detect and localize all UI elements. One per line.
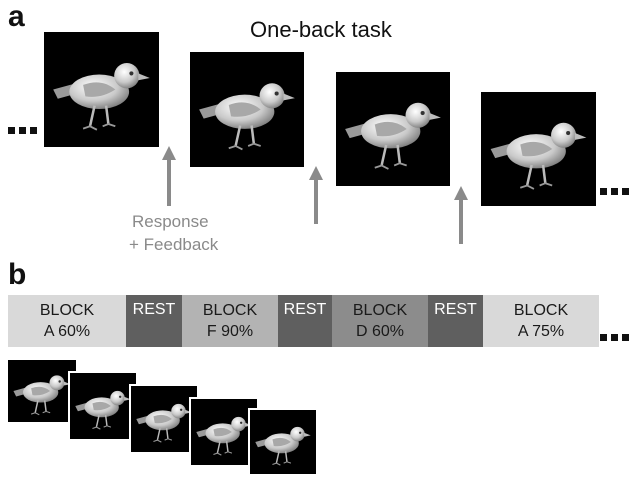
stimulus-frame-4 [481, 92, 596, 206]
response-label-line2: + Feedback [129, 235, 219, 254]
block-stimulus-thumbnail-4 [189, 397, 259, 467]
segment-line2: A 60% [43, 323, 91, 340]
block-stimulus-thumbnail-2 [68, 371, 138, 441]
response-feedback-label: Response + Feedback [129, 210, 218, 256]
diagram-title: One-back task [250, 17, 392, 42]
segment-line1: BLOCK [39, 302, 95, 319]
timeline-segment-rest-3: REST [428, 295, 483, 347]
timeline-segment-block-d-60: BLOCK D 60% [332, 295, 428, 347]
bird-icon [343, 101, 443, 171]
bird-icon [197, 82, 297, 151]
continuation-dots-timeline [600, 334, 629, 341]
segment-line2: D 60% [355, 323, 405, 340]
segment-line2: F 90% [206, 323, 254, 340]
segment-line1: BLOCK [513, 302, 569, 319]
timeline-segment-block-a-60: BLOCK A 60% [8, 295, 126, 347]
response-arrow-1 [162, 146, 176, 206]
stimulus-frame-3 [336, 72, 450, 186]
continuation-dots-right [600, 188, 629, 195]
panel-a-label: a [8, 0, 25, 33]
bird-icon [74, 390, 132, 430]
panel-b-label: b [8, 258, 27, 291]
segment-line1: REST [283, 301, 327, 318]
timeline-segment-block-a-75: BLOCK A 75% [483, 295, 599, 347]
bird-icon [51, 61, 152, 132]
continuation-dots-left [8, 127, 37, 134]
block-stimulus-thumbnail-1 [6, 358, 78, 424]
bird-icon [135, 403, 193, 443]
timeline-segment-rest-2: REST [278, 295, 332, 347]
bird-icon [254, 426, 312, 466]
response-label-line1: Response [132, 212, 209, 231]
stimulus-frame-1 [44, 32, 159, 147]
bird-icon [489, 121, 588, 191]
segment-line1: REST [132, 301, 176, 318]
timeline-segment-rest-1: REST [126, 295, 182, 347]
segment-line1: BLOCK [352, 302, 408, 319]
segment-line2: A 75% [517, 323, 565, 340]
response-arrow-3 [454, 186, 468, 244]
block-stimulus-thumbnail-5 [248, 408, 318, 476]
block-stimulus-thumbnail-3 [129, 384, 199, 454]
segment-line1: BLOCK [202, 302, 258, 319]
timeline-segment-block-f-90: BLOCK F 90% [182, 295, 278, 347]
stimulus-frame-2 [190, 52, 304, 167]
response-arrow-2 [309, 166, 323, 224]
block-timeline: BLOCK A 60% REST BLOCK F 90% REST BLOCK … [8, 295, 599, 347]
segment-line1: REST [434, 301, 477, 318]
bird-icon [12, 374, 72, 416]
